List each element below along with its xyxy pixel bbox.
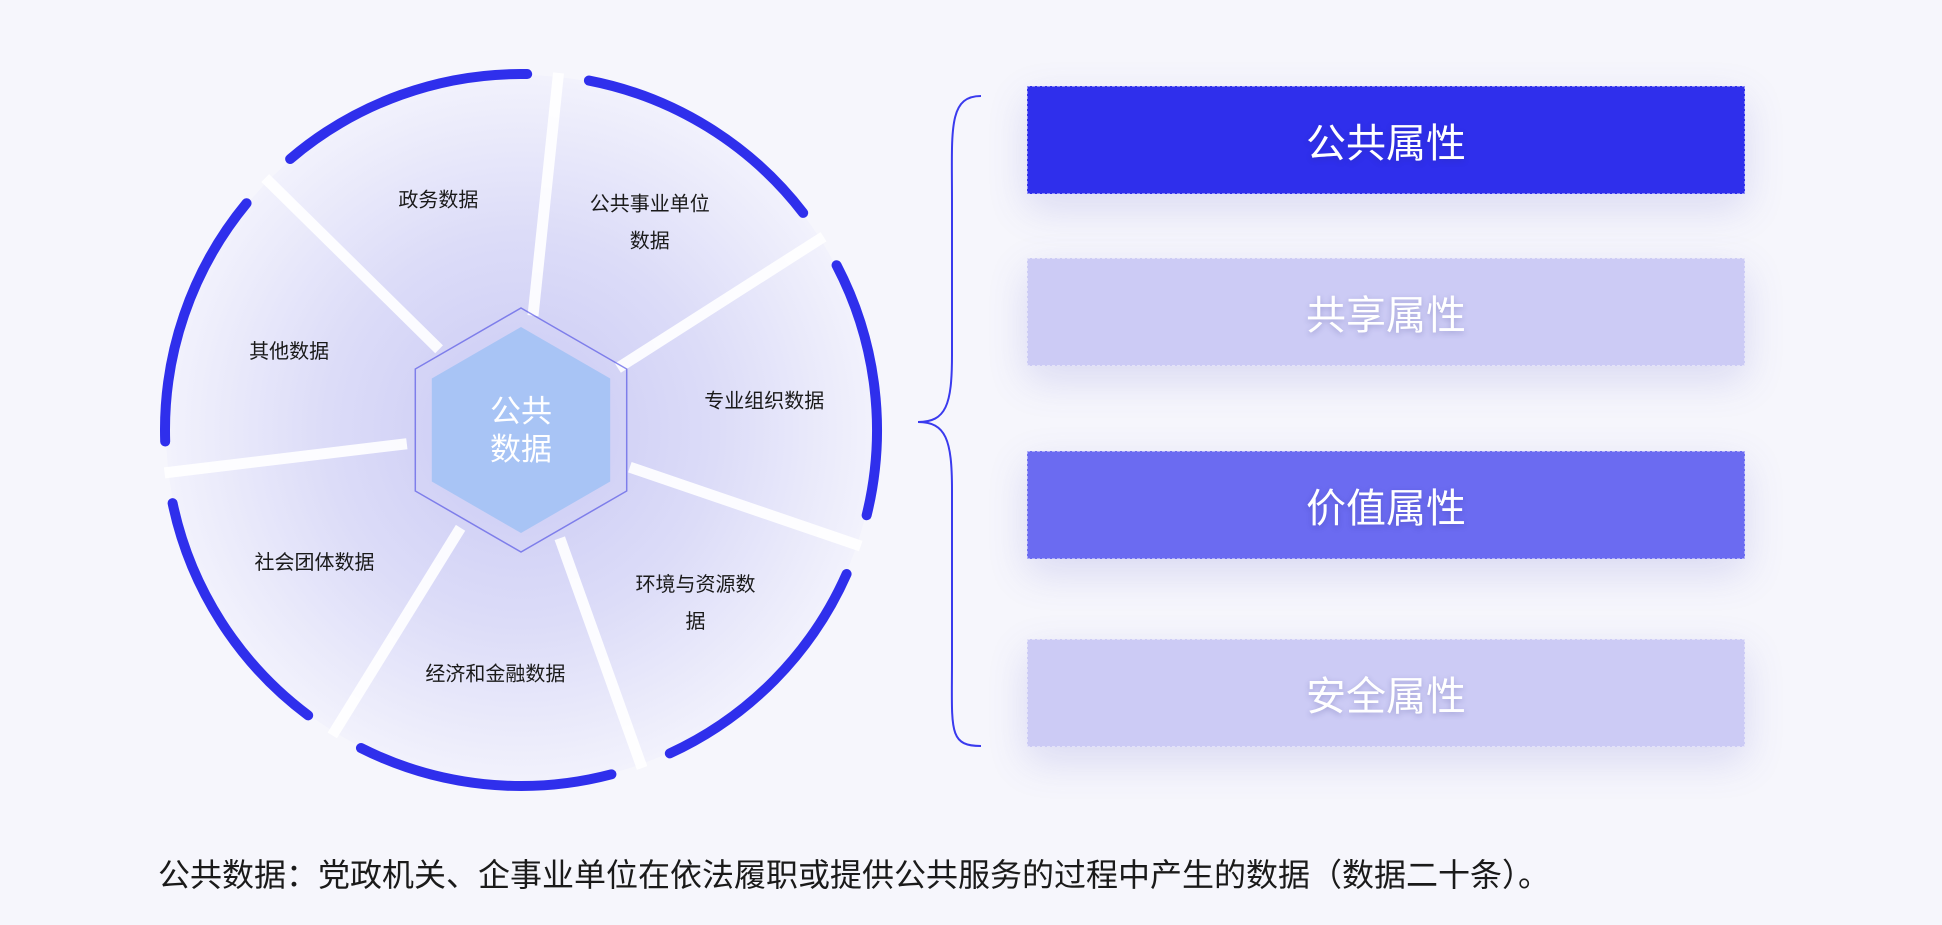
attribute-box-value: 价值属性 — [1027, 451, 1745, 559]
segment-label: 环境与资源数据 — [636, 572, 756, 633]
footnote-definition: 公共数据：党政机关、企事业单位在依法履职或提供公共服务的过程中产生的数据（数据二… — [158, 856, 1551, 894]
segment-label: 社会团体数据 — [255, 550, 375, 574]
wheel-spoke — [628, 461, 863, 552]
wheel-rim-arc — [355, 743, 617, 791]
wheel-rim — [160, 69, 882, 791]
attribute-box-security: 安全属性 — [1027, 639, 1745, 747]
segment-label: 其他数据 — [249, 339, 329, 363]
wheel-rim-arc — [285, 69, 533, 165]
center-hexagon — [431, 327, 611, 533]
segment-label: 政务数据 — [398, 187, 478, 211]
wheel-spoke — [163, 438, 408, 479]
segment-label: 经济和金融数据 — [425, 662, 565, 686]
segment-label: 公共事业单位数据 — [590, 192, 710, 253]
wheel-rim-arc — [831, 260, 882, 521]
center-label-line2: 数据 — [490, 432, 552, 468]
segment-label: 专业组织数据 — [704, 389, 824, 413]
wheel-rim-arc — [664, 568, 852, 759]
wheel-rim-arc — [167, 498, 314, 721]
wheel-rim-arc — [160, 198, 252, 447]
attribute-box-shared: 共享属性 — [1027, 258, 1745, 366]
wheel-spoke — [327, 524, 466, 739]
wheel-spoke — [614, 232, 827, 373]
curly-brace — [917, 95, 982, 747]
wheel-spoke — [527, 72, 564, 317]
wheel-spoke — [261, 174, 443, 354]
wheel-spoke — [554, 536, 648, 770]
center-hexagon-outline — [414, 307, 628, 553]
attribute-box-public: 公共属性 — [1027, 86, 1745, 194]
wheel-rim-arc — [583, 75, 809, 218]
wheel-spokes — [163, 72, 863, 770]
center-label-line1: 公共 — [490, 394, 552, 430]
